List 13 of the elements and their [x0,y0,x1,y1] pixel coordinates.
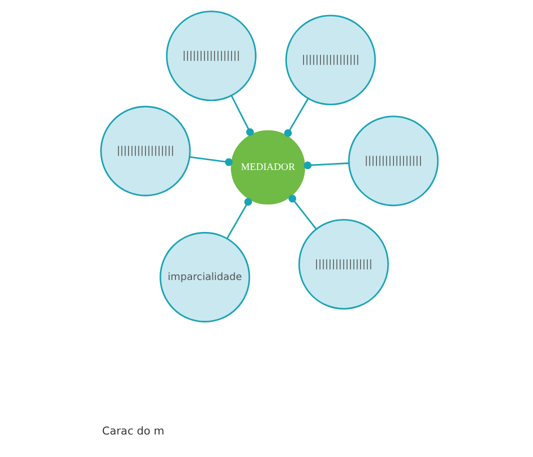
node-circle: ||||||||||||||||| [348,116,438,206]
node-circle: imparcialidade [159,232,250,322]
node-circle: ||||||||||||||||| [284,14,376,106]
connector [189,156,232,166]
connector [230,95,254,136]
node-circle: ||||||||||||||||| [298,218,388,310]
node-circle: ||||||||||||||||| [100,106,190,196]
connector [284,98,308,137]
node-circle: ||||||||||||||||| [165,10,256,102]
connector [226,198,252,239]
connector [303,161,348,170]
label: Carac do m [102,424,164,438]
connector [288,194,316,230]
